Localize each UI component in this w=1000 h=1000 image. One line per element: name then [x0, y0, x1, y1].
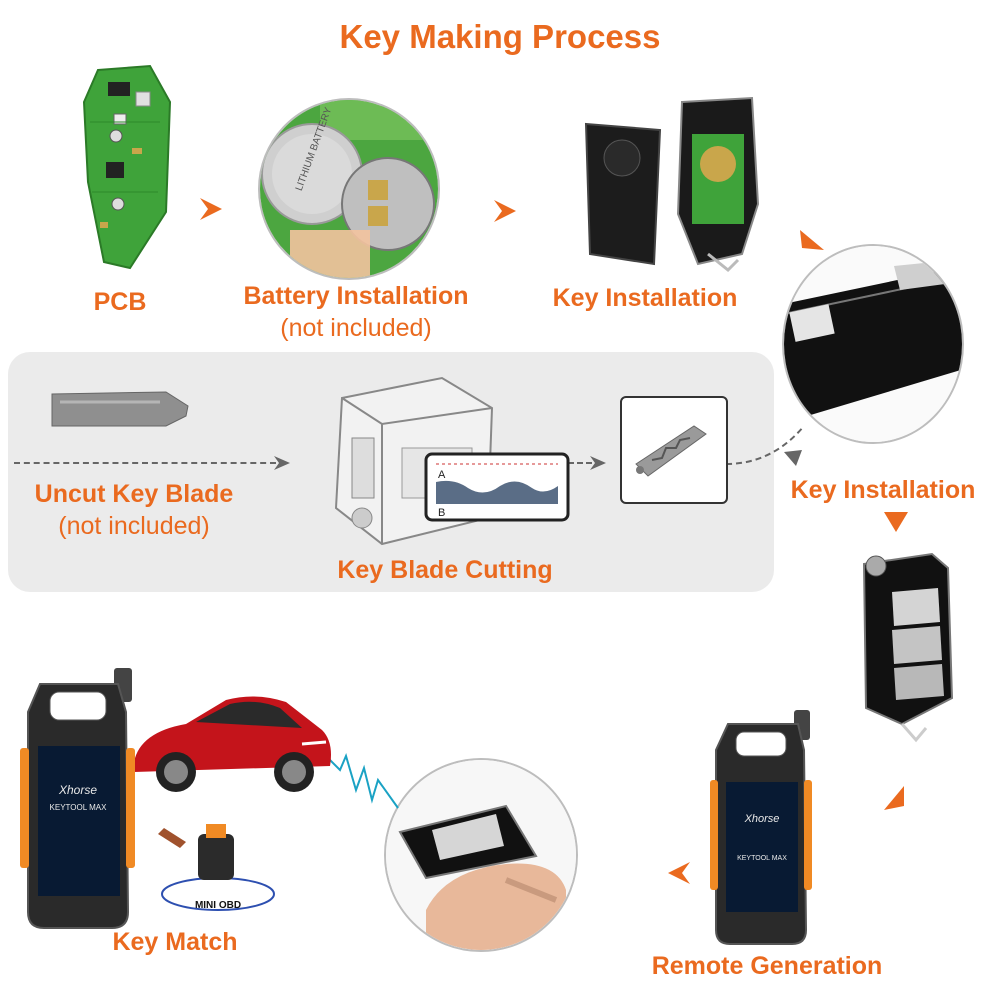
key-closeup-image: [782, 244, 964, 444]
blade-cutting-label: Key Blade Cutting: [337, 556, 553, 584]
cutter-side-b: B: [438, 507, 445, 519]
battery-label: Battery Installation: [243, 282, 469, 310]
device-model: KEYTOOL MAX: [737, 855, 787, 862]
key-installation-2-label: Key Installation: [790, 476, 976, 504]
remote-generation-label: Remote Generation: [651, 952, 883, 980]
key-installation-label: Key Installation: [552, 284, 738, 312]
hand-holding-key-image: [384, 758, 578, 952]
arrow-right-icon: [494, 200, 516, 222]
mini-obd-image: MINI OBD: [158, 824, 275, 911]
page-title: Key Making Process: [339, 18, 661, 55]
arrow-left-icon: [668, 862, 690, 884]
arrow-right-icon: [274, 456, 290, 470]
keytool-max-device-right: Xhorse KEYTOOL MAX: [710, 710, 812, 945]
battery-note: (not included): [280, 314, 432, 342]
battery-installation-image: LITHIUM BATTERY: [258, 98, 440, 280]
pcb-image: [82, 64, 172, 270]
uncut-blade-image: [51, 391, 189, 427]
key-shell-image: [584, 96, 760, 273]
uncut-blade-label: Uncut Key Blade: [34, 480, 234, 508]
arrow-down-right-icon: [800, 230, 824, 250]
red-car-image: [134, 696, 331, 792]
arrow-down-left-icon: [884, 786, 904, 810]
curved-flow-line: [725, 425, 805, 466]
cutter-screen-image: A B: [424, 452, 570, 522]
key-match-label: Key Match: [112, 928, 238, 956]
keytool-max-device-left: Xhorse KEYTOOL MAX: [20, 668, 135, 929]
device-brand: Xhorse: [58, 783, 97, 797]
flow-line: [14, 462, 276, 464]
arrow-right-icon: [200, 198, 222, 220]
cut-blade-box: [620, 396, 728, 504]
arrow-right-icon: [590, 456, 606, 470]
flip-key-image: [862, 552, 954, 743]
flow-line: [568, 462, 592, 464]
obd-label: MINI OBD: [195, 900, 241, 911]
device-brand: Xhorse: [744, 813, 780, 825]
device-model: KEYTOOL MAX: [50, 803, 108, 812]
uncut-blade-note: (not included): [58, 512, 210, 540]
pcb-label: PCB: [93, 288, 147, 316]
signal-wave-icon: [327, 753, 399, 809]
arrow-down-icon: [884, 512, 908, 532]
cutter-side-a: A: [438, 469, 446, 481]
